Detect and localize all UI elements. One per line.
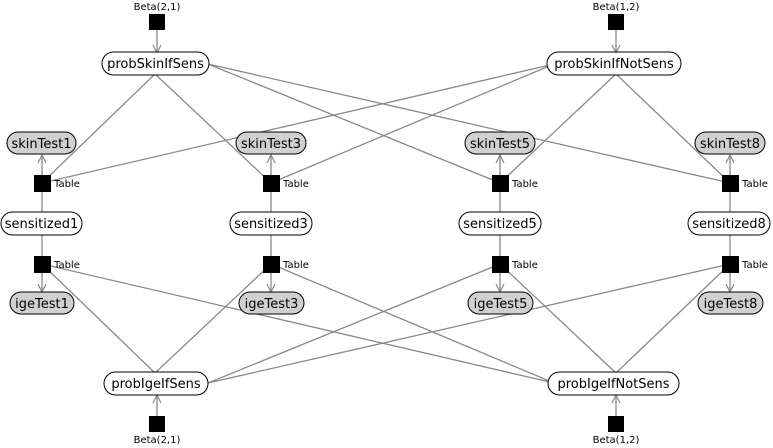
node-sensitized5[interactable]: sensitized5	[458, 211, 542, 236]
beta-factor-bottom-right	[608, 416, 624, 432]
node-igetest5[interactable]: igeTest5	[467, 291, 534, 315]
edge-probskinifsens-table5	[207, 63, 501, 184]
node-label: skinTest1	[11, 137, 71, 152]
node-label: skinTest3	[241, 137, 301, 152]
node-skintest3[interactable]: skinTest3	[235, 131, 307, 155]
table-factor-skin5	[492, 175, 509, 192]
beta-label-bottom-left: Beta(2,1)	[134, 435, 181, 446]
node-label: sensitized3	[234, 217, 307, 232]
node-label: igeTest8	[704, 297, 758, 312]
edge-probskinifnotsens-table3	[270, 63, 555, 184]
table-factor-ige5	[492, 256, 509, 273]
table-label: Table	[53, 260, 80, 271]
edge-igetable1-probigeifsens	[41, 263, 156, 374]
node-label: igeTest5	[474, 297, 528, 312]
node-probskinifnotsens[interactable]: probSkinIfNotSens	[546, 51, 682, 76]
node-label: probSkinIfSens	[107, 57, 204, 72]
node-sensitized8[interactable]: sensitized8	[687, 211, 771, 236]
edges	[42, 30, 730, 416]
node-probskinifsens[interactable]: probSkinIfSens	[101, 51, 210, 76]
table-factor-skin8	[722, 175, 739, 192]
table-factor-ige3	[263, 256, 280, 273]
node-label: probIgeIfSens	[111, 377, 201, 392]
beta-label-top-left: Beta(2,1)	[134, 2, 181, 13]
edge-probskinifnotsens-table5	[499, 73, 617, 184]
node-label: sensitized8	[692, 217, 765, 232]
table-label: Table	[511, 179, 538, 190]
table-label: Table	[282, 179, 309, 190]
edge-probskinifsens-table8	[207, 63, 731, 184]
node-label: probSkinIfNotSens	[554, 57, 674, 72]
node-label: igeTest3	[245, 297, 299, 312]
node-probigeifsens[interactable]: probIgeIfSens	[103, 371, 209, 396]
edge-probskinifsens-table3	[154, 73, 272, 184]
table-label: Table	[282, 260, 309, 271]
node-sensitized3[interactable]: sensitized3	[229, 211, 313, 236]
table-label: Table	[53, 179, 80, 190]
table-label: Table	[511, 260, 538, 271]
beta-label-bottom-right: Beta(1,2)	[593, 435, 640, 446]
node-skintest5[interactable]: skinTest5	[464, 131, 536, 155]
table-label: Table	[741, 260, 768, 271]
table-factor-skin3	[263, 175, 280, 192]
node-label: skinTest8	[700, 137, 760, 152]
edge-probskinifsens-table1	[41, 73, 156, 184]
node-sensitized1[interactable]: sensitized1	[0, 211, 83, 236]
edge-probskinifnotsens-table8	[615, 73, 731, 184]
factor-labels: Beta(2,1) Beta(1,2) Beta(2,1) Beta(1,2) …	[53, 2, 768, 446]
edge-igetable5-probigeifnotsens	[499, 263, 617, 374]
node-igetest3[interactable]: igeTest3	[238, 291, 305, 315]
node-label: sensitized5	[463, 217, 536, 232]
node-igetest8[interactable]: igeTest8	[697, 291, 764, 315]
factors	[34, 14, 739, 432]
beta-factor-top-left	[149, 14, 165, 30]
node-probigeifnotsens[interactable]: probIgeIfNotSens	[547, 371, 680, 396]
beta-label-top-right: Beta(1,2)	[593, 2, 640, 13]
edge-igetable3-probigeifsens	[154, 263, 272, 374]
node-igetest1[interactable]: igeTest1	[9, 291, 75, 315]
table-factor-ige8	[722, 256, 739, 273]
node-label: igeTest1	[15, 297, 69, 312]
node-label: probIgeIfNotSens	[557, 377, 669, 392]
table-factor-skin1	[34, 175, 51, 192]
beta-factor-bottom-left	[149, 416, 165, 432]
edge-probskinifnotsens-table1	[41, 63, 555, 184]
edge-igetable1-probigeifnotsens	[41, 263, 555, 384]
node-skintest8[interactable]: skinTest8	[694, 131, 766, 155]
edge-igetable8-probigeifsens	[207, 263, 731, 384]
node-label: skinTest5	[470, 137, 530, 152]
edge-igetable8-probigeifnotsens	[615, 263, 731, 374]
beta-factor-top-right	[608, 14, 624, 30]
edge-igetable3-probigeifnotsens	[270, 263, 555, 384]
edge-igetable5-probigeifsens	[207, 263, 501, 384]
node-label: sensitized1	[5, 217, 78, 232]
node-skintest1[interactable]: skinTest1	[6, 131, 77, 155]
table-factor-ige1	[34, 256, 51, 273]
table-label: Table	[741, 179, 768, 190]
